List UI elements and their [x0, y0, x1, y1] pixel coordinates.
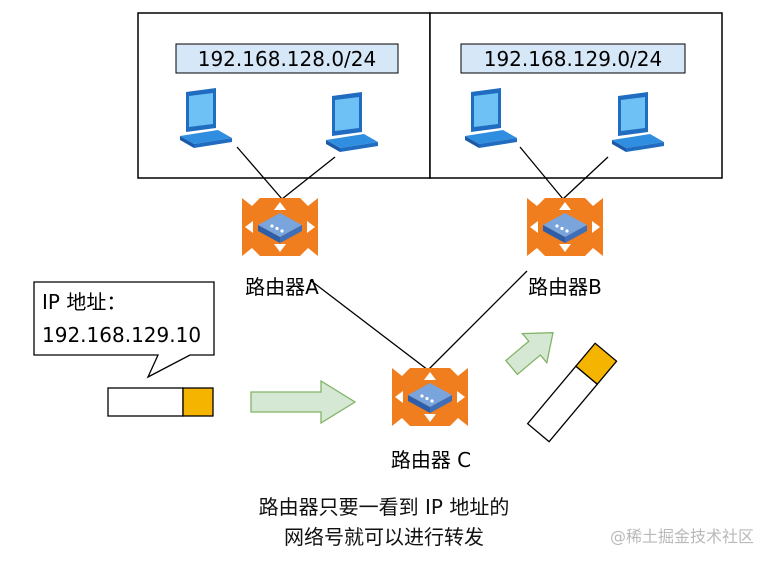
subnet-box-left — [137, 12, 431, 179]
connection-lines — [236, 146, 609, 371]
svg-text:192.168.128.0/24: 192.168.128.0/24 — [198, 47, 377, 71]
caption: 路由器只要一看到 IP 地址的 网络号就可以进行转发 — [0, 492, 768, 552]
watermark: @稀土掘金技术社区 — [609, 527, 754, 546]
router-label-a: 路由器A — [245, 275, 319, 299]
packet-icon — [526, 342, 618, 443]
router-icon — [527, 198, 603, 256]
svg-text:IP 地址：: IP 地址： — [42, 290, 126, 314]
subnet-label-right: 192.168.129.0/24 — [460, 43, 686, 74]
ip-address-callout: IP 地址： 192.168.129.10 — [33, 281, 215, 379]
caption-line: 路由器只要一看到 IP 地址的 — [258, 495, 510, 519]
subnet-label-left: 192.168.128.0/24 — [175, 43, 399, 74]
arrow-icon — [504, 332, 554, 376]
svg-text:192.168.129.0/24: 192.168.129.0/24 — [484, 47, 663, 71]
svg-text:192.168.129.10: 192.168.129.10 — [42, 323, 201, 347]
router-label-b: 路由器B — [528, 275, 602, 299]
router-icon — [392, 368, 468, 426]
caption-line: 网络号就可以进行转发 — [284, 525, 484, 549]
arrow-icon — [250, 379, 357, 425]
router-icon — [242, 198, 318, 256]
router-label-c: 路由器 C — [391, 448, 471, 472]
packet-icon — [107, 387, 214, 417]
